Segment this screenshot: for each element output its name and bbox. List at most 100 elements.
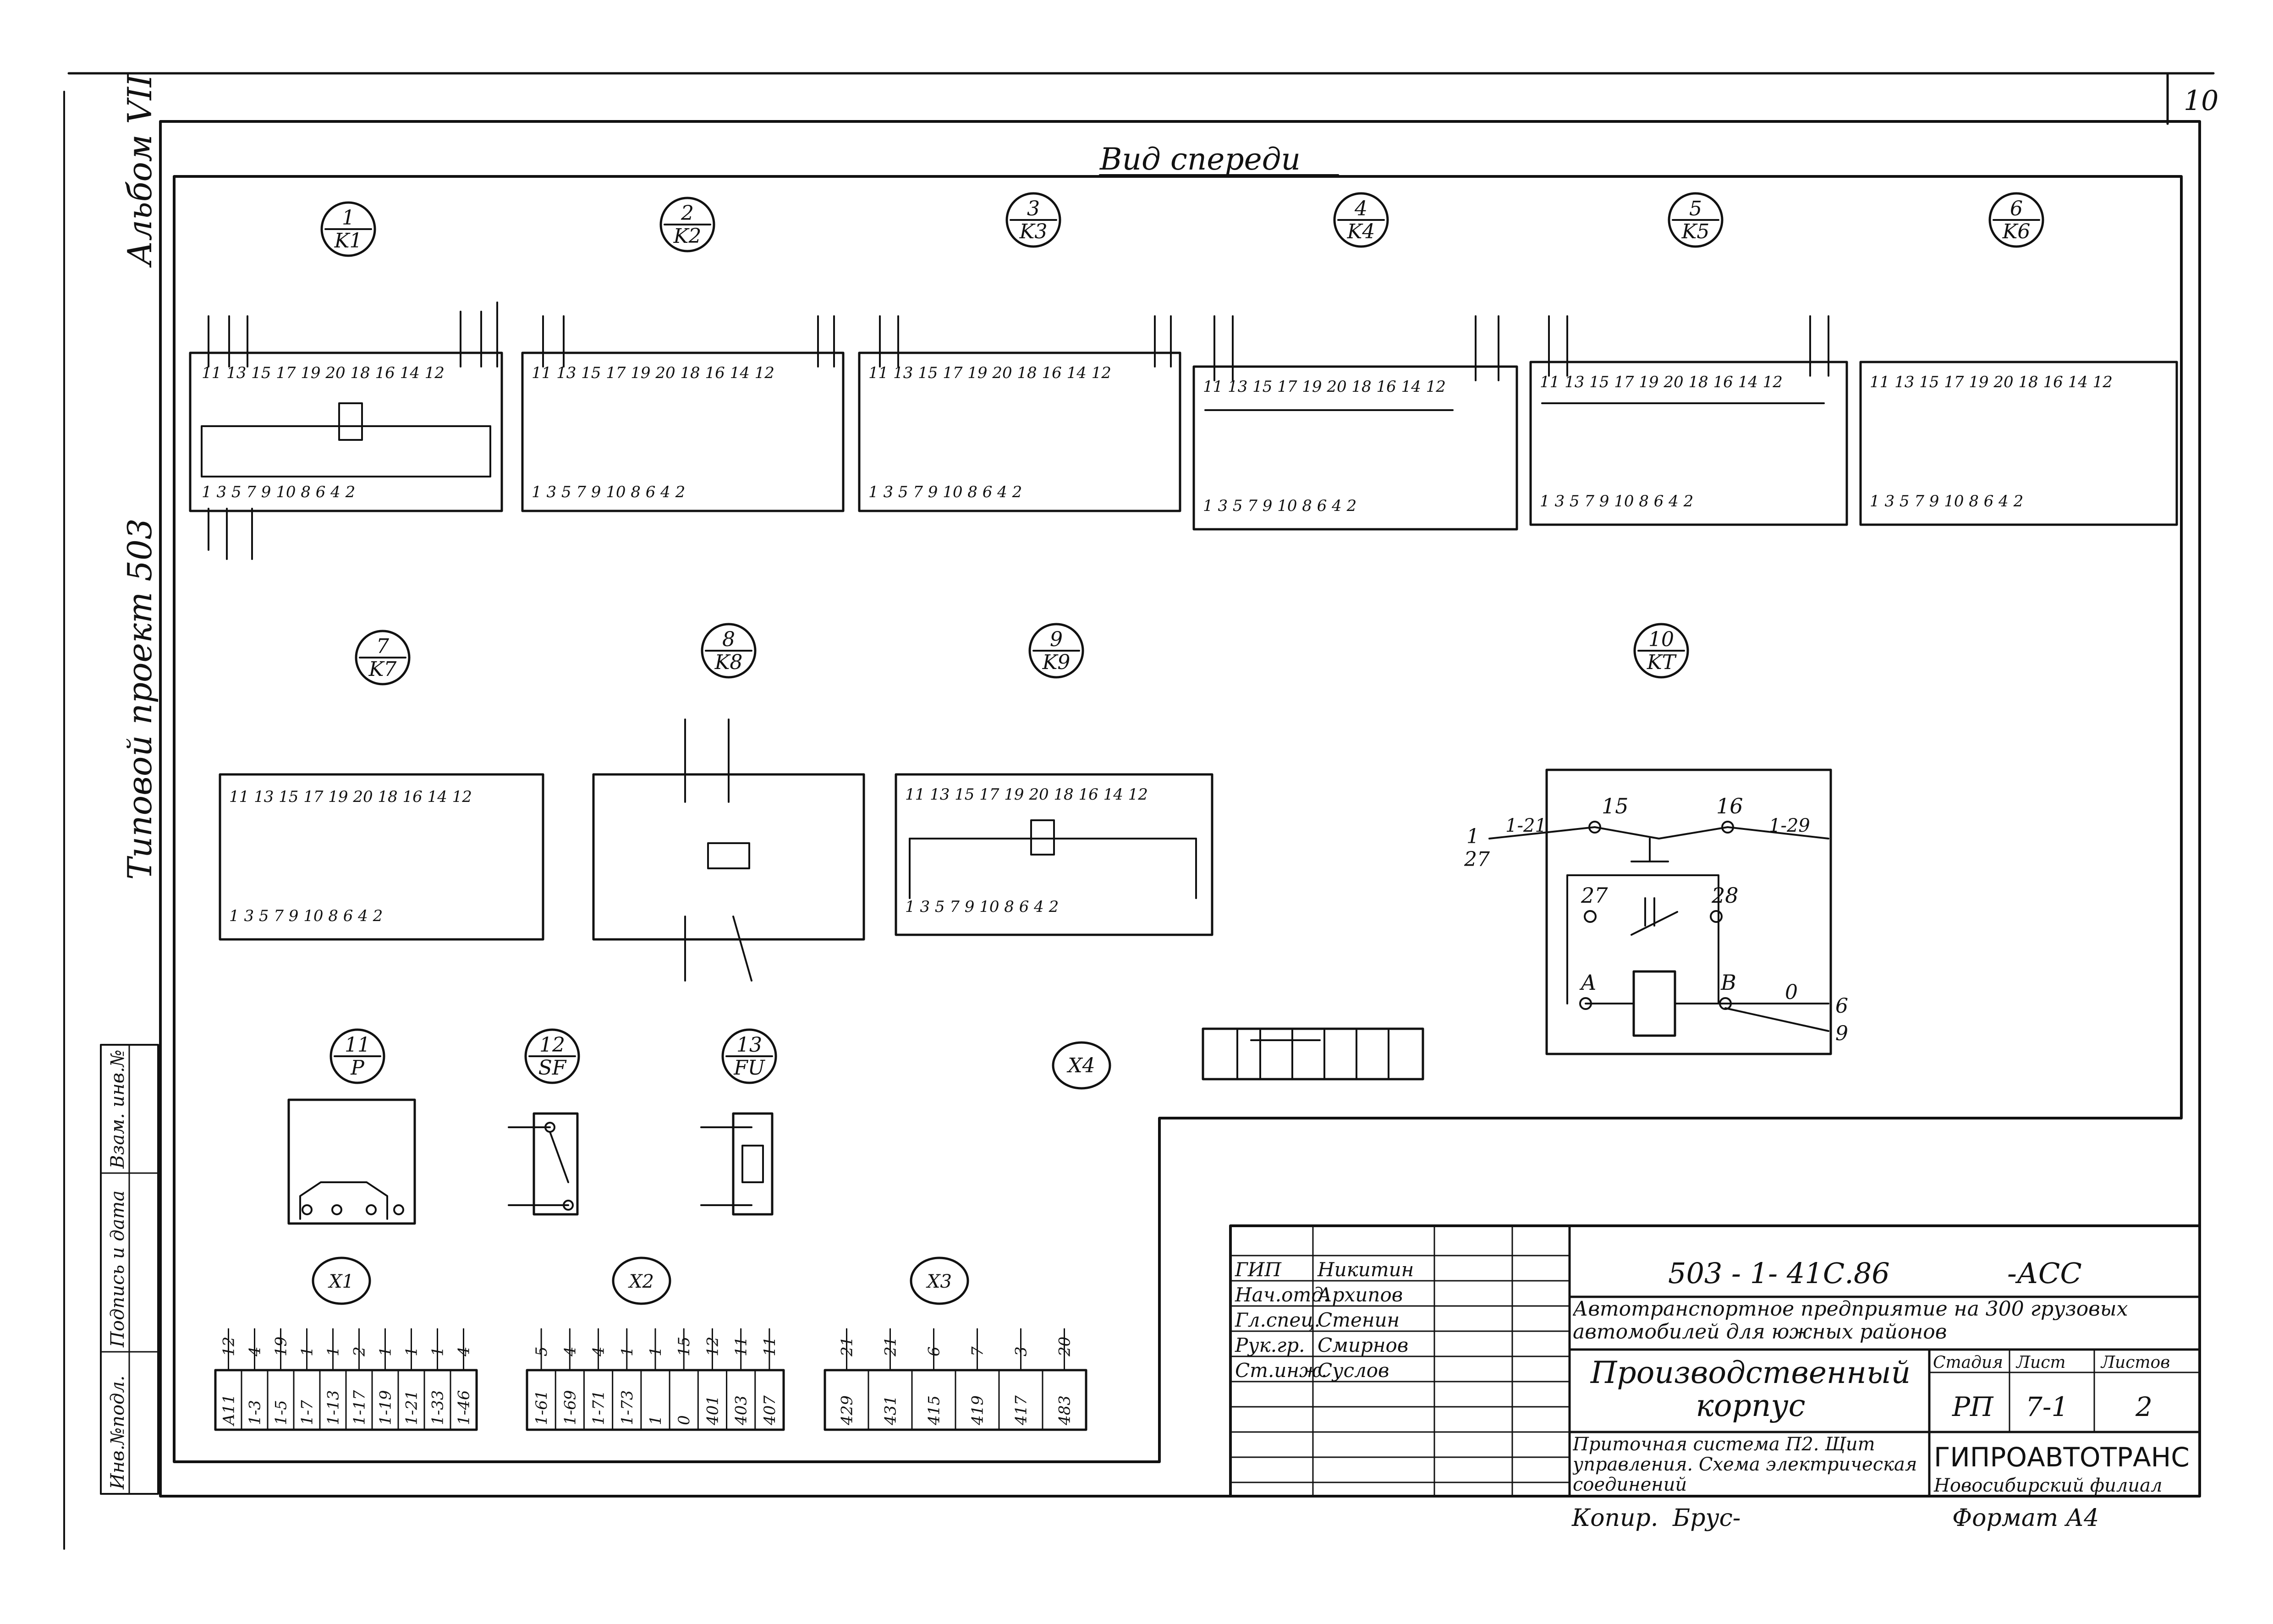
building-name: Производственный корпус [1590, 1356, 1911, 1423]
relay-k7-num: 7 [376, 635, 389, 658]
kt-wire-right: 1-29 [1769, 815, 1810, 836]
relay-k3-code: K3 [1019, 220, 1048, 243]
copier-name: Брус- [1672, 1504, 1740, 1532]
k9-bottom-contacts: 1 3 5 7 9 10 8 6 4 2 [905, 898, 1059, 916]
x1-wire-8: 1 [429, 1346, 447, 1356]
x2-wire-5: 15 [675, 1337, 693, 1356]
relay-callout-k1: 1 K1 [320, 201, 376, 257]
device-fu [700, 1112, 774, 1216]
x1-terminal-5: 1-17 [351, 1390, 369, 1425]
k3-top-contacts: 11 13 15 17 19 20 18 16 14 12 [868, 364, 1111, 382]
relay-k6-num: 6 [2010, 197, 2023, 220]
x1-wire-4: 1 [324, 1346, 343, 1356]
relay-block-k6 [1859, 361, 2178, 526]
relay-k2-num: 2 [681, 202, 694, 225]
relay-block-k2 [521, 351, 845, 512]
x1-wire-9: 4 [455, 1346, 473, 1357]
relay-k3-num: 3 [1027, 197, 1040, 220]
x3-terminal-4: 417 [1012, 1395, 1031, 1426]
relay-callout-k7: 7 K7 [355, 630, 411, 686]
x2-wire-6: 12 [703, 1337, 722, 1356]
x2-terminal-2: 1-71 [590, 1390, 608, 1425]
x2-wire-0: 5 [533, 1346, 551, 1356]
k1-bottom-contacts: 1 3 5 7 9 10 8 6 4 2 [202, 483, 355, 501]
k5-top-contacts: 11 13 15 17 19 20 18 16 14 12 [1540, 373, 1783, 391]
x1-terminal-0: A11 [220, 1394, 238, 1426]
x1-terminal-7: 1-21 [403, 1390, 421, 1425]
x2-terminal-7: 403 [732, 1395, 751, 1426]
x1-terminal-2: 1-5 [272, 1400, 291, 1425]
view-title: Вид спереди [1099, 142, 1301, 177]
device-callout-p: 11 P [329, 1028, 385, 1084]
x3-terminal-1: 431 [882, 1395, 900, 1426]
object-name: Автотранспортное предприятие на 300 груз… [1573, 1298, 2128, 1344]
kt-c16: 16 [1716, 794, 1743, 818]
k4-top-contacts: 11 13 15 17 19 20 18 16 14 12 [1203, 378, 1446, 396]
role-senior-eng: Ст.инж. [1235, 1359, 1327, 1382]
device-callout-sf: 12 SF [524, 1028, 580, 1084]
kt-n0: 0 [1785, 981, 1798, 1004]
x3-terminal-2: 415 [925, 1395, 944, 1426]
x1-terminal-8: 1-33 [429, 1390, 447, 1425]
relay-k1-code: K1 [334, 229, 362, 252]
x1-wire-5: 2 [351, 1346, 369, 1357]
device-x4-code: X4 [1066, 1054, 1095, 1077]
relay-k4-num: 4 [1354, 197, 1367, 220]
k5-bottom-contacts: 1 3 5 7 9 10 8 6 4 2 [1540, 492, 1693, 510]
margin-stamp-repl: Взам. инв.№ [107, 1049, 128, 1169]
device-sf-num: 12 [539, 1033, 565, 1057]
relay-callout-kt: 10 KT [1633, 623, 1689, 679]
k6-bottom-contacts: 1 3 5 7 9 10 8 6 4 2 [1870, 492, 2023, 510]
relay-block-k9 [895, 773, 1213, 936]
terminal-strip-x1: X1 A11121-341-5191-711-1311-1721-1911-21… [214, 1256, 478, 1431]
relay-k6-code: K6 [2002, 220, 2031, 243]
relay-callout-k3: 3 K3 [1005, 192, 1061, 248]
relay-kt-num: 10 [1648, 628, 1674, 651]
kt-wire-left: 1-21 [1505, 815, 1547, 836]
kt-coil-a: A [1579, 970, 1596, 995]
x3-wire-1: 21 [882, 1337, 900, 1357]
device-fu-num: 13 [736, 1033, 762, 1057]
name-chief-spec: Стенин [1318, 1309, 1400, 1331]
relay-callout-k9: 9 K9 [1028, 623, 1084, 679]
x1-wire-3: 1 [298, 1346, 317, 1356]
kt-n6: 6 [1835, 994, 1848, 1018]
relay-callout-k6: 6 K6 [1988, 192, 2044, 248]
x1-terminal-3: 1-7 [298, 1400, 317, 1425]
role-group-lead: Рук.гр. [1235, 1334, 1305, 1356]
kt-n1: 1 [1466, 825, 1479, 848]
margin-stamp-sign: Подпись и дата [107, 1191, 128, 1348]
name-senior-eng: Суслов [1318, 1359, 1389, 1382]
x2-terminal-4: 1 [647, 1415, 665, 1425]
x3-wire-4: 3 [1012, 1346, 1031, 1356]
kt-c15: 15 [1602, 794, 1629, 818]
k9-top-contacts: 11 13 15 17 19 20 18 16 14 12 [905, 785, 1148, 804]
role-chief-spec: Гл.спец. [1235, 1309, 1320, 1331]
name-head-dept: Архипов [1316, 1284, 1403, 1306]
k1-top-contacts: 11 13 15 17 19 20 18 16 14 12 [202, 364, 445, 382]
terminal-x3-code: X3 [926, 1271, 952, 1292]
device-p [287, 1098, 416, 1225]
relay-k9-code: K9 [1042, 651, 1071, 674]
relay-callout-k8: 8 K8 [701, 623, 757, 679]
relay-block-k8 [592, 719, 865, 982]
relay-k4-code: K4 [1347, 220, 1375, 243]
copied-label: Копир. [1571, 1504, 1658, 1532]
x1-terminal-4: 1-13 [324, 1390, 343, 1425]
x1-terminal-6: 1-19 [377, 1390, 395, 1425]
stage-value: РП [1952, 1391, 1994, 1422]
sheet-title: Приточная система П2. Щит управления. Сх… [1573, 1434, 1917, 1495]
margin-stamp-inv: Инв.№подл. [107, 1376, 128, 1490]
kt-n27: 27 [1464, 848, 1490, 871]
relay-block-k3 [858, 351, 1181, 512]
relay-callout-k4: 4 K4 [1333, 192, 1389, 248]
format-label: Формат А4 [1952, 1504, 2099, 1532]
x2-terminal-8: 407 [761, 1395, 779, 1426]
sheets-value: 2 [2135, 1391, 2152, 1422]
relay-block-k7 [219, 773, 544, 941]
kt-n9: 9 [1835, 1022, 1848, 1045]
x2-terminal-1: 1-69 [561, 1390, 579, 1425]
k2-top-contacts: 11 13 15 17 19 20 18 16 14 12 [532, 364, 774, 382]
project-label: Типовой проект 503 [121, 518, 159, 880]
